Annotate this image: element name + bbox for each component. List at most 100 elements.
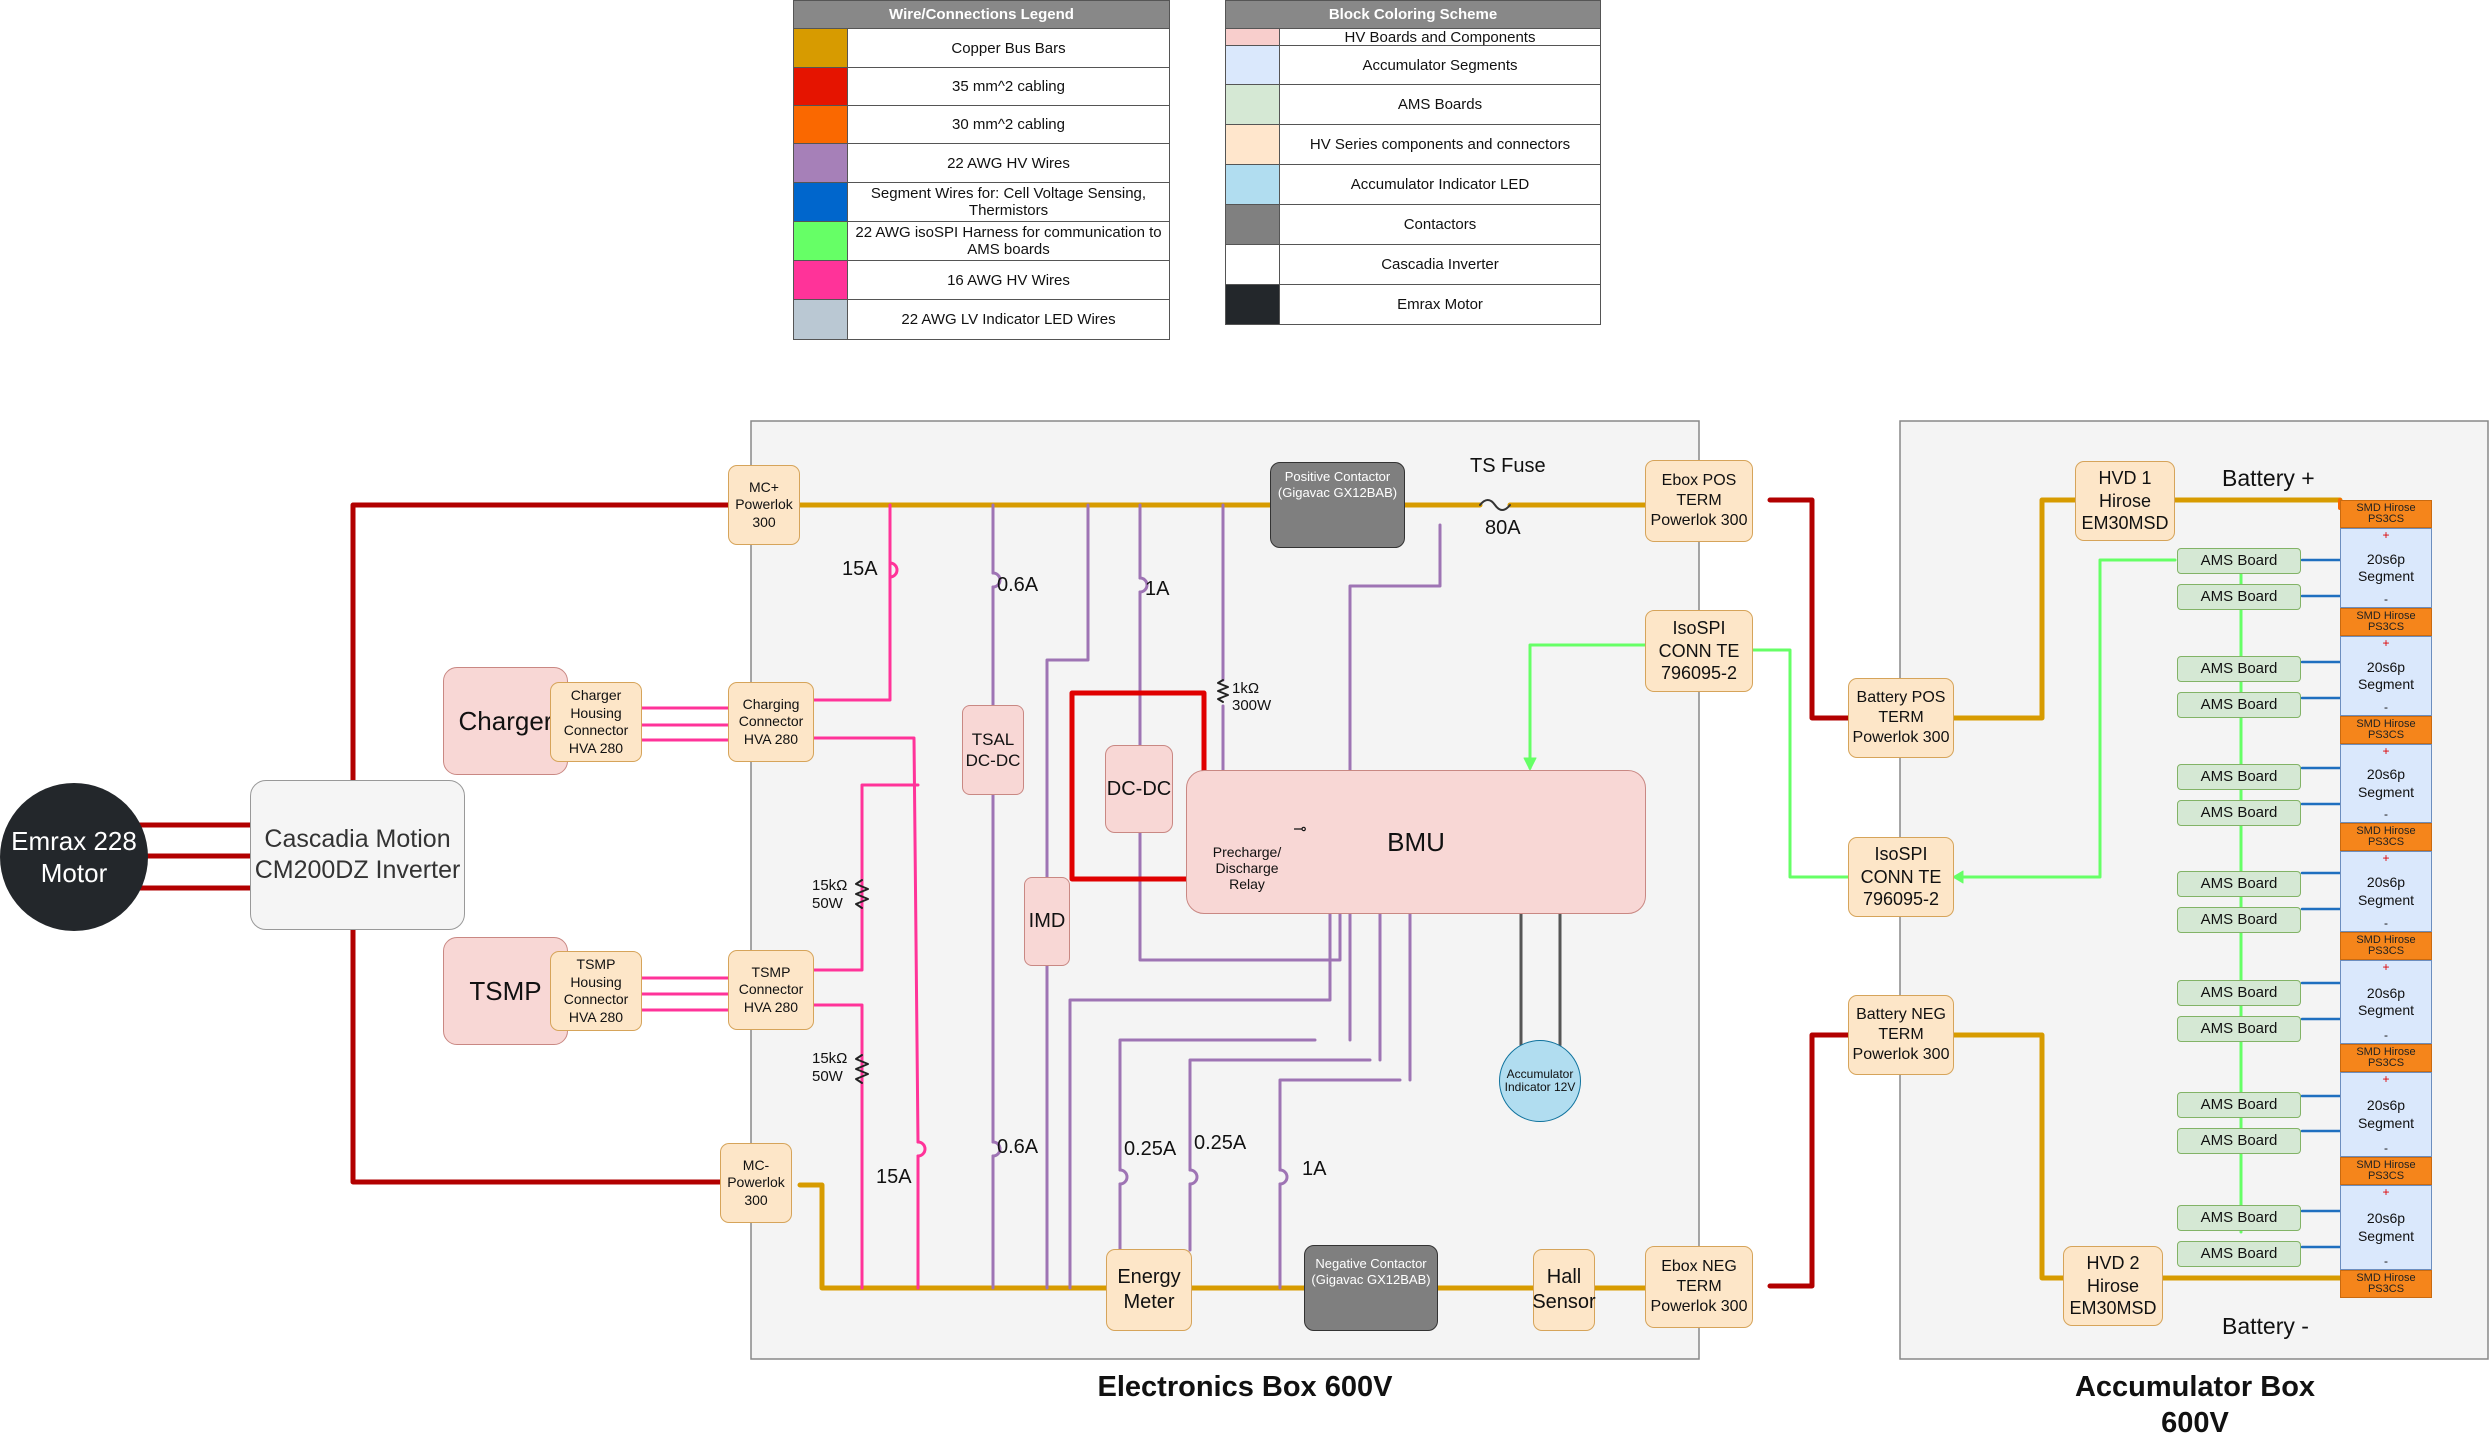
accumulator-segment: 20s6p Segment — [2340, 851, 2432, 932]
isospi-arrow-acc — [1952, 870, 1964, 884]
ebox-neg-label: Ebox NEG TERM Powerlok 300 — [1650, 1258, 1748, 1315]
wire-legend-swatch — [794, 68, 848, 105]
ebox-pos-term: Ebox POS TERM Powerlok 300 — [1645, 460, 1753, 542]
segment-plus-sign-text: + — [2382, 743, 2390, 758]
accumulator-segment: 20s6p Segment — [2340, 960, 2432, 1044]
segment-plus-sign: + — [2378, 851, 2394, 865]
smd-hirose-connector: SMD Hirose PS3CS — [2340, 500, 2432, 528]
fuse-bottom-06a: 0.6A — [997, 1136, 1039, 1158]
accumulator-segment: 20s6p Segment — [2340, 636, 2432, 716]
smd-hirose-connector: SMD Hirose PS3CS — [2340, 608, 2432, 636]
energy-meter: Energy Meter — [1106, 1249, 1192, 1331]
battery-plus-label: Battery + — [2222, 465, 2315, 491]
segment-plus-sign-text: + — [2382, 1184, 2390, 1199]
hvd1: HVD 1 Hirose EM30MSD — [2075, 461, 2175, 541]
ams-board: AMS Board — [2177, 1016, 2301, 1042]
block-legend-swatch — [1226, 46, 1280, 84]
resistor-symbols-pink — [855, 879, 869, 1084]
wire-legend-row: 16 AWG HV Wires — [794, 261, 1169, 300]
wire-legend-swatch — [794, 106, 848, 143]
fuse-bottom-025a-2: 0.25A — [1194, 1132, 1247, 1154]
segment-minus-sign: - — [2378, 807, 2394, 821]
segment-minus-sign: - — [2378, 1141, 2394, 1155]
dcdc-label: DC-DC — [1106, 777, 1172, 800]
wire-legend-label: 35 mm^2 cabling — [952, 78, 1065, 95]
block-legend-label: Accumulator Segments — [1362, 56, 1518, 74]
wire-legend-label: 22 AWG isoSPI Harness for communication … — [855, 224, 1162, 258]
accumulator-segment-text: 20s6p Segment — [2357, 1097, 2415, 1131]
smd-hirose-connector-text: SMD Hirose PS3CS — [2356, 1046, 2416, 1069]
ams-board-text: AMS Board — [2200, 983, 2278, 1001]
smd-hirose-connector-text: SMD Hirose PS3CS — [2356, 934, 2416, 957]
segment-minus-sign: - — [2378, 1254, 2394, 1268]
segment-plus-sign-text: + — [2382, 850, 2390, 865]
ams-board: AMS Board — [2177, 764, 2301, 790]
segment-minus-sign-text: - — [2384, 915, 2388, 930]
ams-board: AMS Board — [2177, 907, 2301, 933]
accumulator-box-title: Accumulator Box 600V — [2070, 1369, 2320, 1441]
accumulator-segment-text: 20s6p Segment — [2357, 1210, 2415, 1244]
negative-contactor: Negative Contactor (Gigavac GX12BAB) — [1304, 1245, 1438, 1331]
tsmp-connector-label: TSMP Connector HVA 280 — [738, 963, 804, 1015]
wire-legend-label: 30 mm^2 cabling — [952, 116, 1065, 133]
charger-block: Charger — [443, 667, 568, 775]
accumulator-box-title-text: Accumulator Box 600V — [2074, 1371, 2316, 1439]
ams-board: AMS Board — [2177, 1128, 2301, 1154]
wire-legend-swatch — [794, 261, 848, 299]
acc-isospi-label: IsoSPI CONN TE 796095-2 — [1860, 844, 1942, 910]
smd-hirose-connector: SMD Hirose PS3CS — [2340, 1157, 2432, 1185]
accumulator-segment-text: 20s6p Segment — [2357, 766, 2415, 800]
ams-board: AMS Board — [2177, 1205, 2301, 1231]
hvd2: HVD 2 Hirose EM30MSD — [2063, 1246, 2163, 1326]
segment-plus-sign: + — [2378, 960, 2394, 974]
ebox-isospi-conn: IsoSPI CONN TE 796095-2 — [1645, 610, 1753, 692]
ebox-pos-label: Ebox POS TERM Powerlok 300 — [1650, 472, 1748, 529]
ams-board: AMS Board — [2177, 1092, 2301, 1118]
block-legend-swatch — [1226, 245, 1280, 284]
segment-plus-sign-text: + — [2382, 959, 2390, 974]
hall-sensor-label: Hall Sensor — [1532, 1266, 1596, 1313]
block-legend-row: Accumulator Indicator LED — [1226, 165, 1600, 205]
ebox-isospi-label: IsoSPI CONN TE 796095-2 — [1658, 618, 1740, 684]
ts-fuse-rating: 80A — [1485, 517, 1521, 539]
resistor-symbols — [1217, 679, 1229, 703]
wire-legend-row: 22 AWG isoSPI Harness for communication … — [794, 222, 1169, 261]
ams-board-text: AMS Board — [2200, 551, 2278, 569]
ams-board-text: AMS Board — [2200, 803, 2278, 821]
wire-legend-row: 35 mm^2 cabling — [794, 68, 1169, 106]
resistor-1k-label: 1kΩ 300W — [1232, 680, 1272, 714]
hvd2-label: HVD 2 Hirose EM30MSD — [2069, 1253, 2157, 1319]
wires-lv-indicator — [1519, 910, 1562, 1047]
wire-legend-row: 22 AWG LV Indicator LED Wires — [794, 300, 1169, 339]
positive-contactor: Positive Contactor (Gigavac GX12BAB) — [1270, 462, 1405, 548]
tsal-dcdc: TSAL DC-DC — [962, 705, 1024, 795]
accumulator-segment: 20s6p Segment — [2340, 1072, 2432, 1157]
segment-minus-sign: - — [2378, 1028, 2394, 1042]
ams-board: AMS Board — [2177, 548, 2301, 574]
fuse-top-15a: 15A — [842, 558, 878, 580]
accumulator-segment: 20s6p Segment — [2340, 1185, 2432, 1270]
charger-housing-label: Charger Housing Connector HVA 280 — [563, 687, 629, 756]
accumulator-segment-text: 20s6p Segment — [2357, 984, 2415, 1019]
segment-minus-sign: - — [2378, 592, 2394, 606]
mc-neg-label: MC- Powerlok 300 — [727, 1156, 785, 1208]
precharge-text: Precharge/ Discharge Relay — [1212, 844, 1282, 892]
ams-board: AMS Board — [2177, 692, 2301, 718]
wire-legend-swatch — [794, 222, 848, 260]
wire-legend-swatch — [794, 29, 848, 67]
block-legend-row: AMS Boards — [1226, 85, 1600, 125]
ts-fuse-symbol — [1479, 499, 1511, 511]
ams-board-text: AMS Board — [2200, 1095, 2278, 1113]
ams-board-text: AMS Board — [2200, 874, 2278, 892]
segment-plus-sign-text: + — [2382, 527, 2390, 542]
tsmp-block: TSMP — [443, 937, 568, 1045]
cable-35mm-right — [1767, 497, 1853, 1289]
accumulator-segment-text: 20s6p Segment — [2357, 658, 2415, 693]
block-legend-row: HV Boards and Components — [1226, 29, 1600, 46]
segment-minus-sign-text: - — [2384, 1027, 2388, 1042]
accumulator-indicator-led: Accumulator Indicator 12V — [1499, 1040, 1581, 1122]
block-legend-label: Emrax Motor — [1397, 296, 1483, 313]
tsmp-connector: TSMP Connector HVA 280 — [728, 950, 814, 1030]
smd-hirose-connector-text: SMD Hirose PS3CS — [2356, 718, 2416, 741]
